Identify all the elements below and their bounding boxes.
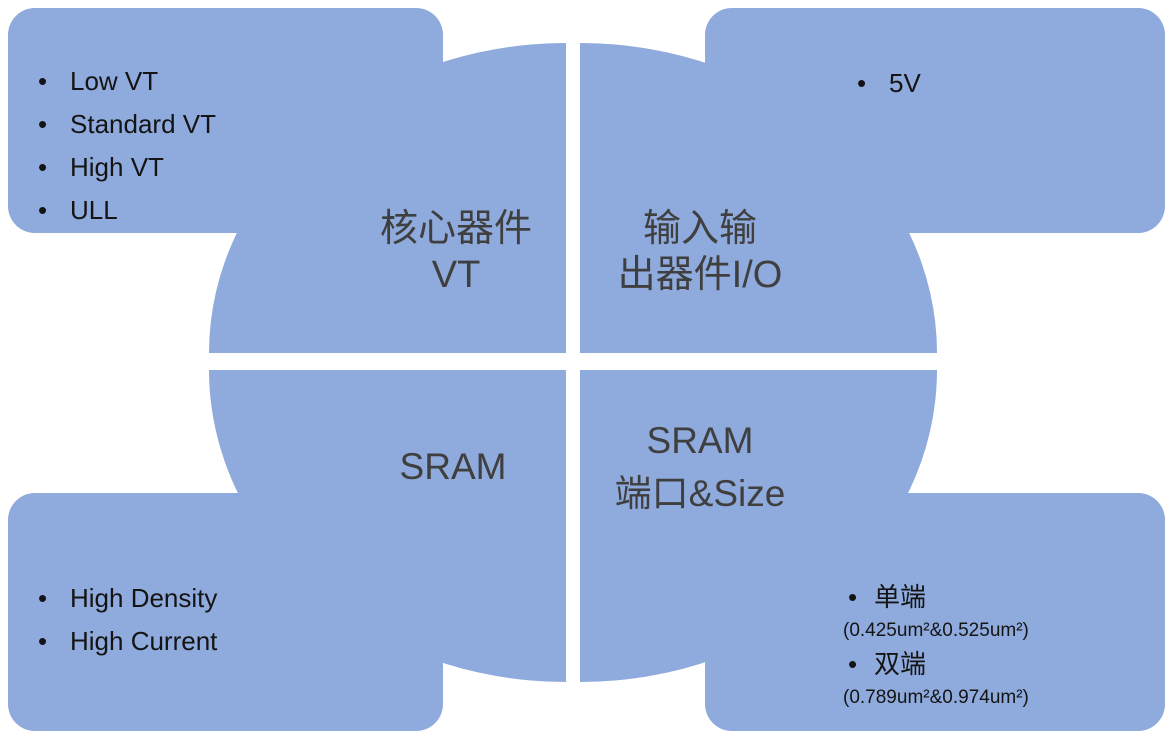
- label-line: 核心器件: [379, 208, 532, 250]
- io-list: 5V: [853, 62, 921, 105]
- bullet-item: High Density: [34, 577, 217, 620]
- size-detail: (0.425um²&0.525um²): [843, 620, 1029, 641]
- bullet-item: Low VT: [34, 60, 216, 103]
- bullet-item: 双端: [843, 646, 1029, 682]
- sram-port-size-list: 单端 (0.425um²&0.525um²) 双端 (0.789um²&0.97…: [843, 579, 1029, 713]
- quadrant-label-sram-port-size: SRAM 端口&Size: [550, 414, 850, 520]
- core-vt-list: Low VT Standard VT High VT ULL: [34, 60, 216, 232]
- sram-list: High Density High Current: [34, 577, 217, 663]
- size-detail: (0.789um²&0.974um²): [843, 687, 1029, 708]
- label-line: 端口&Size: [614, 473, 786, 514]
- label-line: 出器件I/O: [617, 254, 783, 296]
- bullet-item: ULL: [34, 189, 216, 232]
- bullet-item: High VT: [34, 146, 216, 189]
- quadrant-label-sram: SRAM: [303, 444, 603, 490]
- bullet-item: 5V: [853, 62, 921, 105]
- label-line: VT: [431, 254, 481, 296]
- quadrant-label-core-vt: 核心器件 VT: [306, 206, 606, 298]
- bullet-item: Standard VT: [34, 103, 216, 146]
- label-line: SRAM: [399, 446, 507, 487]
- bullet-item: 单端: [843, 579, 1029, 615]
- bullet-item: High Current: [34, 620, 217, 663]
- label-line: 输入输: [642, 208, 757, 250]
- label-line: SRAM: [646, 420, 754, 461]
- quadrant-label-io: 输入输 出器件I/O: [550, 206, 850, 298]
